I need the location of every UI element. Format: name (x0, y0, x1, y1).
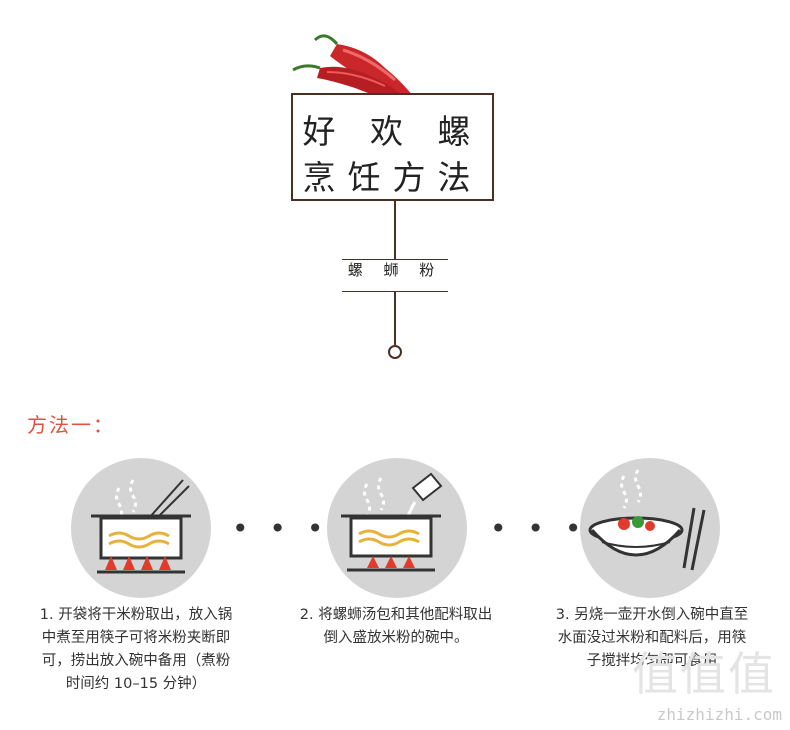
step-3-illustration (580, 458, 720, 598)
step-1-caption: 1. 开袋将干米粉取出，放入锅 中煮至用筷子可将米粉夹断即 可，捞出放入碗中备用… (39, 607, 233, 692)
title-box: 好 欢 螺 烹饪方法 (291, 93, 494, 201)
connector-line-top (394, 201, 396, 259)
step-2-illustration (327, 458, 467, 598)
subtitle: 螺 蛳 粉 (347, 261, 443, 279)
connector-end-circle (388, 345, 402, 359)
step-1-illustration (71, 458, 211, 598)
title-line-1: 好 欢 螺 (302, 112, 483, 151)
connector-line-bottom (394, 292, 396, 345)
subtitle-rule-bottom (342, 291, 448, 292)
step-2-caption: 2. 将螺蛳汤包和其他配料取出 倒入盛放米粉的碗中。 (299, 607, 493, 646)
step-3-caption: 3. 另烧一壶开水倒入碗中直至 水面没过米粉和配料后，用筷 子搅拌均匀即可食用 (555, 607, 749, 669)
watermark-text: zhizhizhi.com (656, 705, 782, 724)
subtitle-rule-top (342, 259, 448, 260)
watermark-logo: 值值值 (632, 647, 776, 701)
method-heading: 方法一： (27, 413, 115, 437)
step-separator-2: • • • (490, 512, 588, 545)
title-line-2: 烹饪方法 (302, 158, 483, 197)
step-separator-1: • • • (232, 512, 330, 545)
